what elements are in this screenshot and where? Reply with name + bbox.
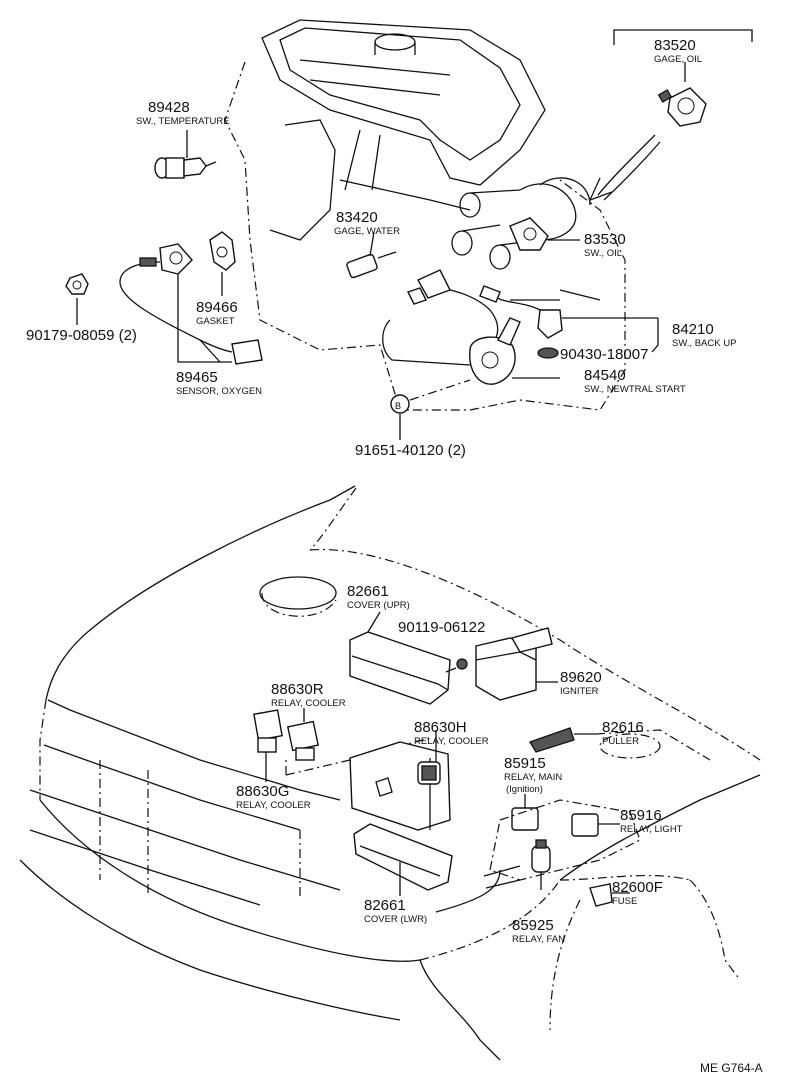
svg-text:(Ignition): (Ignition) [506,784,543,795]
svg-text:88630G: 88630G [236,783,289,800]
svg-text:COVER (UPR): COVER (UPR) [347,600,410,611]
cooler-relay-g-icon [253,709,283,782]
temperature-switch-icon [154,157,217,179]
svg-text:89620: 89620 [560,669,602,686]
relay-box-icon [483,799,641,889]
svg-text:RELAY, MAIN: RELAY, MAIN [504,772,562,783]
label-88630G: 88630G RELAY, COOLER [236,783,311,811]
svg-text:GAGE, WATER: GAGE, WATER [334,226,400,237]
label-91651-40120: 91651-40120 (2) [355,442,466,459]
svg-text:GASKET: GASKET [196,316,235,327]
label-84210: 84210 SW., BACK UP [672,321,736,349]
svg-text:B: B [395,401,401,411]
svg-text:89466: 89466 [196,299,238,316]
svg-text:RELAY, COOLER: RELAY, COOLER [271,698,346,709]
svg-text:PULLER: PULLER [602,736,639,747]
svg-text:83520: 83520 [654,37,696,54]
engine-block-drawing [224,19,626,411]
vehicle-body-drawing [19,485,761,1061]
label-82616: 82616 PULLER [602,719,644,747]
light-relay-icon [571,813,620,837]
bolt-icon [445,658,468,673]
label-88630R: 88630R RELAY, COOLER [271,681,346,709]
svg-text:89428: 89428 [148,99,190,116]
diagram-code: ME G764-A [700,1061,763,1075]
label-82661-upper: 82661 COVER (UPR) [347,583,410,611]
label-83420: 83420 GAGE, WATER [334,209,400,237]
label-90119-06122: 90119-06122 [398,619,485,636]
label-89620: 89620 IGNITER [560,669,602,697]
fuse-box-cover-lower-icon [353,823,453,891]
nut-icon [65,273,89,295]
svg-text:88630R: 88630R [271,681,324,698]
fuse-icon [589,883,630,907]
fuse-box-cover-upper-icon [349,631,451,705]
svg-text:84540: 84540 [584,367,626,384]
oil-switch-icon [509,217,580,251]
svg-text:IGNITER: IGNITER [560,686,599,697]
svg-text:91651-40120 (2): 91651-40120 (2) [355,442,466,459]
water-gage-sender-icon [346,231,397,279]
label-85925: 85925 RELAY, FAN [512,917,565,945]
label-82600F: 82600F FUSE [612,879,663,907]
svg-text:SW., BACK UP: SW., BACK UP [672,338,736,349]
label-85915: 85915 RELAY, MAIN (Ignition) [504,755,562,795]
svg-text:83530: 83530 [584,231,626,248]
svg-text:90430-18007: 90430-18007 [560,346,648,363]
relay-block-icon [349,741,451,831]
oxygen-sensor-icon [119,243,263,365]
svg-text:82661: 82661 [364,897,406,914]
direction-arrow [597,134,656,196]
cooler-relay-r-icon [286,708,320,761]
svg-text:82616: 82616 [602,719,644,736]
fan-relay-icon [531,839,551,890]
label-89428: 89428 SW., TEMPERATURE [136,99,230,127]
svg-text:SW., NEWTRAL START: SW., NEWTRAL START [584,384,686,395]
svg-text:SENSOR, OXYGEN: SENSOR, OXYGEN [176,386,262,397]
label-90430-18007: 90430-18007 [560,346,648,363]
bracket-83520 [613,29,753,45]
svg-text:85916: 85916 [620,807,662,824]
svg-text:SW., TEMPERATURE: SW., TEMPERATURE [136,116,230,127]
svg-text:GAGE, OIL: GAGE, OIL [654,54,702,65]
label-82661-lower: 82661 COVER (LWR) [364,897,427,925]
label-89465: 89465 SENSOR, OXYGEN [176,369,262,397]
svg-text:88630H: 88630H [414,719,467,736]
label-85916: 85916 RELAY, LIGHT [620,807,683,835]
neutral-start-switch-icon [407,269,560,385]
svg-text:83420: 83420 [336,209,378,226]
washer-icon: B [390,394,410,414]
puller-icon [529,727,596,753]
svg-text:89465: 89465 [176,369,218,386]
label-83530: 83530 SW., OIL [584,231,626,259]
label-83520: 83520 GAGE, OIL [654,37,702,65]
label-89466: 89466 GASKET [196,299,238,327]
svg-text:90119-06122: 90119-06122 [398,619,485,636]
svg-text:82600F: 82600F [612,879,663,896]
svg-text:90179-08059 (2): 90179-08059 (2) [26,327,137,344]
label-88630H: 88630H RELAY, COOLER [414,719,489,747]
back-up-switch-icon [479,285,659,359]
label-90179-08059: 90179-08059 (2) [26,327,137,344]
svg-text:RELAY, LIGHT: RELAY, LIGHT [620,824,683,835]
oil-gage-sender-icon [657,87,707,127]
arrow-head [589,177,613,201]
svg-text:RELAY, COOLER: RELAY, COOLER [414,736,489,747]
label-84540: 84540 SW., NEWTRAL START [584,367,686,395]
svg-text:SW., OIL: SW., OIL [584,248,622,259]
svg-text:82661: 82661 [347,583,389,600]
gasket-icon [209,231,236,271]
svg-text:COVER (LWR): COVER (LWR) [364,914,427,925]
svg-text:RELAY, COOLER: RELAY, COOLER [236,800,311,811]
igniter-icon [475,627,558,701]
svg-text:85915: 85915 [504,755,546,772]
svg-text:FUSE: FUSE [612,896,637,907]
svg-text:85925: 85925 [512,917,554,934]
svg-text:RELAY, FAN: RELAY, FAN [512,934,565,945]
svg-text:84210: 84210 [672,321,714,338]
